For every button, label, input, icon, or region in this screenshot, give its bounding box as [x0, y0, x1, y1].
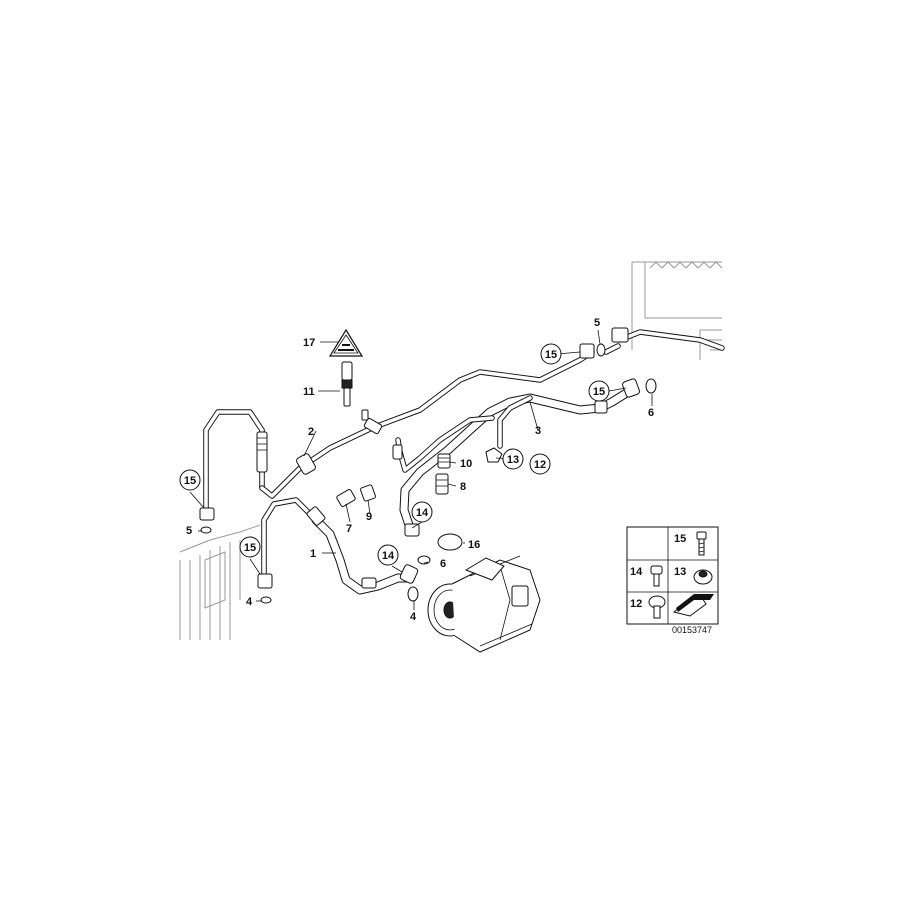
callout-6b: 6 [440, 558, 446, 570]
parts-legend: 15 14 13 12 [626, 526, 719, 625]
suction-line-1 [261, 497, 413, 595]
callout-2: 2 [308, 426, 314, 438]
circled-callouts: 15 15 15 15 14 14 13 12 [179, 343, 610, 566]
legend-label-14: 14 [630, 566, 643, 578]
callout-4b: 4 [410, 611, 417, 623]
callout-15c: 15 [545, 349, 557, 361]
callout-16: 16 [468, 539, 480, 551]
callout-12: 12 [534, 459, 546, 471]
callout-5a: 5 [186, 525, 192, 537]
callout-10: 10 [460, 458, 472, 470]
callout-11: 11 [303, 386, 315, 398]
callout-14a: 14 [416, 507, 429, 519]
drawing-number: 00153747 [672, 625, 712, 635]
callout-17: 17 [303, 337, 315, 349]
callout-9: 9 [366, 511, 372, 523]
legend-label-13: 13 [674, 566, 686, 578]
callout-labels: 17 11 2 1 5 4 5 6 3 10 8 7 9 6 4 16 [186, 317, 654, 623]
evaporator-pipe-ends [603, 327, 725, 398]
suction-hose-3 [392, 387, 633, 533]
small-parts [336, 361, 503, 507]
callout-1: 1 [310, 548, 316, 560]
pressure-line-2 [203, 349, 595, 513]
callout-13: 13 [507, 454, 519, 466]
arrow-icon [672, 594, 714, 617]
evaporator-housing [631, 261, 723, 360]
callout-4a: 4 [246, 596, 253, 608]
warning-triangle-icon [328, 328, 364, 357]
brackets [199, 343, 595, 589]
callout-8: 8 [460, 481, 466, 493]
callout-14b: 14 [382, 550, 395, 562]
legend-label-15: 15 [674, 533, 686, 545]
legend-label-12: 12 [630, 598, 642, 610]
callout-15b: 15 [244, 542, 256, 554]
callout-6a: 6 [648, 407, 654, 419]
callout-3: 3 [535, 425, 541, 437]
callout-5b: 5 [594, 317, 600, 329]
callout-15a: 15 [184, 475, 196, 487]
callout-7: 7 [346, 523, 352, 535]
o-rings [200, 343, 657, 604]
callout-15d: 15 [593, 386, 605, 398]
compressor [427, 555, 541, 653]
condenser [179, 524, 261, 640]
